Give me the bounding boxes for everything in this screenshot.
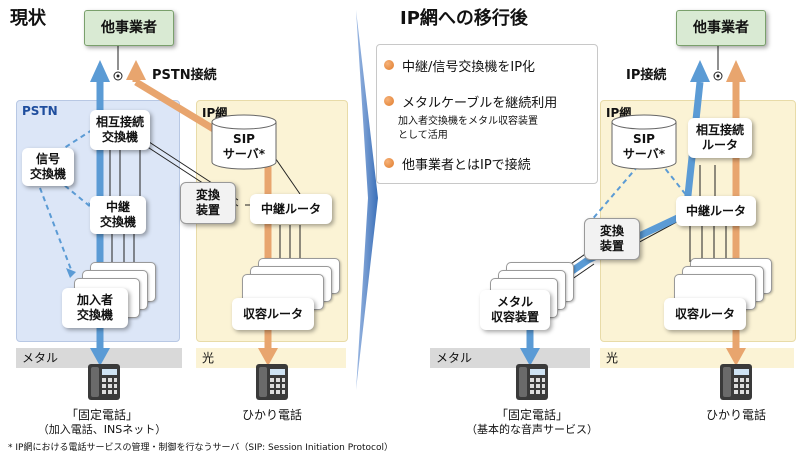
fiber-strip-right: 光	[600, 348, 794, 368]
line-2: 装置	[195, 203, 220, 217]
ip-label-right: IP網	[606, 106, 632, 120]
pstn-label: PSTN	[22, 104, 58, 118]
line-1: 信号	[35, 152, 60, 166]
line-1: 相互接続	[695, 123, 744, 137]
bullet-2-note-line-1: 加入者交換機をメタル収容装置	[398, 116, 538, 127]
bullet-2-text: メタルケーブルを継続利用	[402, 96, 558, 111]
metal-access-unit: メタル 収容装置	[480, 290, 550, 330]
fixed-phone-sub-left: （加入電話、INSネット）	[37, 423, 167, 436]
metal-strip-right: メタル	[430, 348, 590, 368]
line-2: 交換機	[76, 308, 113, 322]
footnote: * IP網における電話サービスの管理・制御を行なうサーバ（SIP: Sessio…	[8, 443, 394, 453]
line-1: SIP	[233, 132, 255, 146]
converter-left: 変換 装置	[180, 182, 236, 224]
bullet-dot	[384, 96, 394, 106]
fixed-phone-sub-right: （基本的な音声サービス）	[466, 423, 598, 436]
line-1: メタル	[496, 295, 533, 309]
label: 収容ルータ	[674, 306, 735, 321]
hikari-phone-caption-right: ひかり電話	[705, 408, 766, 422]
bullet-box	[376, 44, 598, 184]
bullet-3-text: 他事業者とはIPで接続	[402, 158, 531, 173]
ip-connection-label: IP接続	[626, 68, 667, 83]
label: 収容ルータ	[242, 306, 303, 321]
line-2: 交換機	[29, 167, 66, 181]
signal-exchange: 信号 交換機	[22, 148, 74, 186]
other-carrier-box-left: 他事業者	[84, 10, 174, 46]
line-1: 相互接続	[95, 115, 144, 129]
relay-router-right: 中継ルータ	[676, 196, 756, 226]
left-title: 現状	[10, 8, 46, 29]
sip-server-right: SIP サーバ*	[612, 132, 676, 162]
bullet-dot	[384, 60, 394, 70]
line-1: 中継	[105, 200, 130, 214]
line-2: サーバ*	[622, 147, 666, 161]
label: 中継ルータ	[685, 203, 746, 218]
bullet-1-text: 中継/信号交換機をIP化	[402, 60, 536, 75]
other-carrier-label: 他事業者	[693, 19, 749, 36]
right-title: IP網への移行後	[400, 8, 528, 29]
phone-icon	[718, 362, 754, 402]
interconnect-router: 相互接続 ルータ	[688, 118, 752, 158]
line-2: サーバ*	[222, 147, 266, 161]
other-carrier-box-right: 他事業者	[676, 10, 766, 46]
line-2: 交換機	[99, 215, 136, 229]
ip-label-left: IP網	[202, 106, 228, 120]
interconnect-exchange: 相互接続 交換機	[90, 110, 150, 150]
line-2: ルータ	[701, 138, 738, 152]
line-1: SIP	[633, 132, 655, 146]
phone-icon	[254, 362, 290, 402]
relay-router-left: 中継ルータ	[250, 194, 332, 224]
line-1: 変換	[599, 224, 624, 238]
line-2: 交換機	[101, 130, 138, 144]
fixed-phone-caption-right: 「固定電話」	[495, 408, 568, 422]
hikari-phone-caption-left: ひかり電話	[241, 408, 302, 422]
converter-right: 変換 装置	[584, 218, 640, 260]
phone-icon	[514, 362, 550, 402]
line-2: 装置	[599, 239, 624, 253]
subscriber-exchange: 加入者 交換機	[62, 288, 128, 328]
access-router-left: 収容ルータ	[232, 298, 314, 330]
line-1: 変換	[195, 188, 220, 202]
phone-icon	[86, 362, 122, 402]
line-2: 収容装置	[490, 310, 539, 324]
bullet-dot	[384, 158, 394, 168]
transition-arrow	[356, 10, 378, 390]
sip-server-left: SIP サーバ*	[212, 132, 276, 162]
label: 中継ルータ	[260, 201, 321, 216]
other-carrier-label: 他事業者	[101, 19, 157, 36]
relay-exchange: 中継 交換機	[90, 196, 146, 234]
line-1: 加入者	[76, 293, 113, 307]
bullet-2-note-line-2: として活用	[398, 130, 448, 141]
fixed-phone-caption-left: 「固定電話」	[65, 408, 138, 422]
access-router-right: 収容ルータ	[664, 298, 746, 330]
pstn-connection-label: PSTN接続	[152, 68, 217, 83]
